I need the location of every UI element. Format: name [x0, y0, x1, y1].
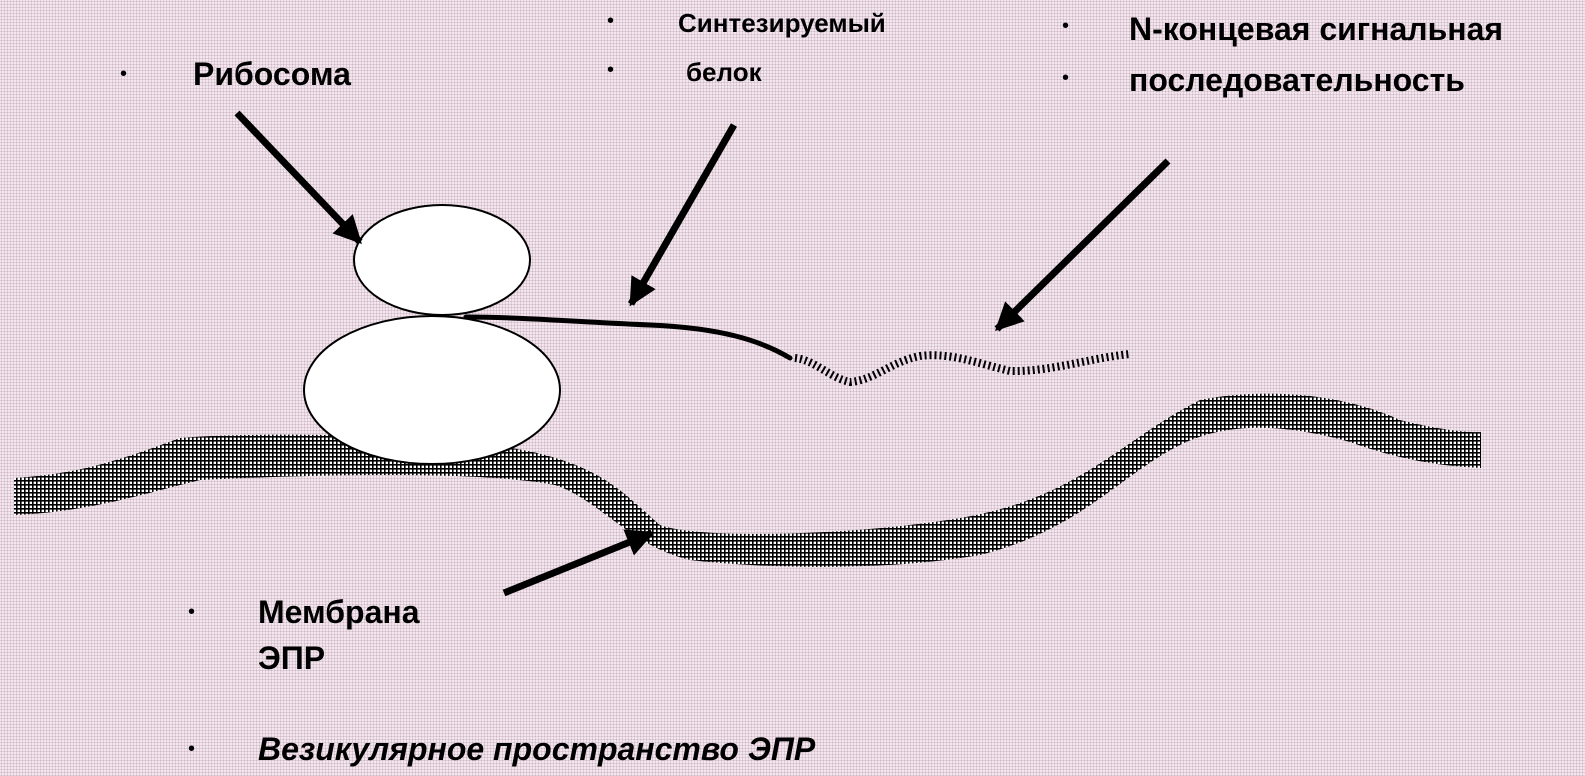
label-membrane-line1: Мембрана	[258, 596, 420, 628]
label-membrane-line2: ЭПР	[258, 642, 325, 674]
label-er-lumen: Везикулярное пространство ЭПР	[258, 733, 815, 765]
bullet-signal-2: •	[1062, 68, 1069, 88]
bullet-lumen: •	[188, 739, 195, 759]
membrane-arrow	[504, 533, 652, 593]
label-ribosome: Рибосома	[193, 58, 351, 90]
ribosome-small-subunit	[354, 205, 530, 315]
er-membrane	[14, 394, 1481, 567]
bullet-membrane: •	[188, 602, 195, 622]
bullet-protein-2: •	[607, 60, 614, 80]
ribosome-arrow	[237, 113, 360, 242]
bullet-protein-1: •	[607, 11, 614, 31]
bullet-signal-1: •	[1062, 16, 1069, 36]
label-signal-line2: последовательность	[1129, 64, 1465, 96]
protein-arrow	[631, 125, 734, 304]
label-protein-line1: Синтезируемый	[678, 10, 886, 36]
label-protein-line2: белок	[686, 59, 762, 85]
label-signal-line1: N-концевая сигнальная	[1129, 13, 1503, 45]
signal-arrow	[997, 161, 1168, 329]
bullet-ribosome: •	[120, 64, 127, 84]
ribosome-large-subunit	[304, 316, 560, 464]
signal-sequence	[795, 354, 1130, 382]
